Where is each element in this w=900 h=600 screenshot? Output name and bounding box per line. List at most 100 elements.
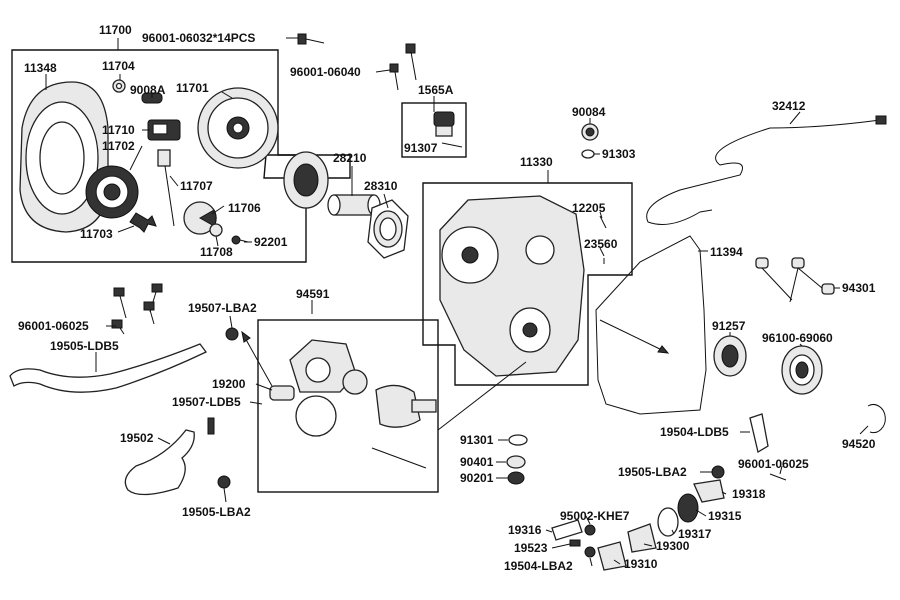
- seal-91257: [713, 335, 747, 377]
- label-28210: 28210: [333, 151, 367, 165]
- label-12205: 12205: [572, 201, 606, 215]
- label-19507-LBA2: 19507-LBA2: [188, 301, 257, 315]
- label-19315: 19315: [708, 509, 742, 523]
- clamp-19505-LBA2-left: [217, 475, 231, 489]
- label-11707: 11707: [180, 179, 213, 193]
- label-32412: 32412: [772, 99, 806, 113]
- hose-19502: [124, 429, 195, 496]
- label-19316: 19316: [508, 523, 542, 537]
- washer-11708: [209, 223, 223, 237]
- label-95002-KHE7: 95002-KHE7: [560, 509, 630, 523]
- label-1565A: 1565A: [418, 83, 454, 97]
- hose-19316: [551, 519, 583, 541]
- label-19504-LBA2: 19504-LBA2: [504, 559, 573, 573]
- pickup-11710: [147, 119, 181, 141]
- label-91307: 91307: [404, 141, 438, 155]
- nut-11704: [112, 79, 126, 93]
- label-28310: 28310: [364, 179, 398, 193]
- nut-90201: [507, 471, 525, 485]
- group-frame-19200: [257, 319, 439, 493]
- label-96001-06025-right: 96001-06025: [738, 457, 809, 471]
- label-23560: 23560: [584, 237, 618, 251]
- leader-lines: [45, 37, 869, 567]
- bolt-19523: [569, 539, 581, 547]
- cable-end-32412: [875, 115, 887, 125]
- clip-11703: [129, 212, 157, 233]
- label-90201: 90201: [460, 471, 494, 485]
- hose-19505-LDB5: [9, 343, 207, 393]
- bearing-28310: [367, 199, 409, 259]
- oring-19317: [657, 507, 679, 537]
- dowel-94301: [755, 257, 835, 303]
- label-91257: 91257: [712, 319, 746, 333]
- label-19505-LBA2-right: 19505-LBA2: [618, 465, 687, 479]
- label-11700: 11700: [99, 23, 132, 37]
- label-19300: 19300: [656, 539, 690, 553]
- label-94591: 94591: [296, 287, 330, 301]
- clamp-19505-LBA2-right: [711, 465, 725, 479]
- label-19505-LDB5: 19505-LDB5: [50, 339, 119, 353]
- bracket-19318: [693, 479, 725, 503]
- label-11706: 11706: [228, 201, 261, 215]
- label-91303: 91303: [602, 147, 636, 161]
- washer-90401: [506, 455, 526, 469]
- bearing-96100-69060: [781, 345, 823, 395]
- label-11394: 11394: [710, 245, 743, 259]
- housing-19310: [597, 541, 627, 571]
- cap-1565A: [433, 111, 455, 137]
- label-96001-06025-left: 96001-06025: [18, 319, 89, 333]
- label-19317: 19317: [678, 527, 712, 541]
- group-frame-28210: [263, 154, 351, 179]
- bolt-96001-06032: [297, 33, 325, 45]
- cable-32412: [646, 119, 881, 225]
- sensor-11707: [157, 149, 175, 227]
- label-11702: 11702: [102, 139, 135, 153]
- starter-spring-11702: [85, 165, 139, 219]
- label-19502: 19502: [120, 431, 154, 445]
- label-96100-69060: 96100-69060: [762, 331, 833, 345]
- label-11710: 11710: [102, 123, 135, 137]
- clamp-19504-LBA2: [584, 546, 596, 558]
- part-labels: 11700 96001-06032*14PCS 11348 11704 9008…: [18, 23, 876, 573]
- label-11701: 11701: [176, 81, 209, 95]
- circlip-94520: [867, 404, 886, 434]
- label-11330: 11330: [520, 155, 553, 169]
- flywheel-11701: [197, 87, 279, 169]
- thermostat-19300: [627, 523, 657, 553]
- label-9008A: 9008A: [130, 83, 166, 97]
- label-94520: 94520: [842, 437, 876, 451]
- bolt-92201: [231, 235, 249, 245]
- label-19523: 19523: [514, 541, 548, 555]
- gasket-11394: [595, 235, 707, 415]
- clamp-19507-LDB5: [207, 417, 215, 435]
- plug-90084: [581, 123, 599, 141]
- assembly-arrows: [241, 319, 670, 431]
- group-frame-11330: [422, 182, 633, 386]
- label-19200: 19200: [212, 377, 246, 391]
- label-19504-LDB5: 19504-LDB5: [660, 425, 729, 439]
- label-19310: 19310: [624, 557, 658, 571]
- label-96001-06040: 96001-06040: [290, 65, 361, 79]
- oring-91301: [508, 434, 528, 446]
- label-11708: 11708: [200, 245, 233, 259]
- label-90084: 90084: [572, 105, 606, 119]
- label-94301: 94301: [842, 281, 876, 295]
- bolt-12205: [599, 215, 607, 229]
- gear-11706: [183, 201, 217, 235]
- oring-91303: [581, 149, 595, 159]
- clamp-95002-KHE7: [584, 524, 596, 536]
- label-91301: 91301: [460, 433, 494, 447]
- label-19318: 19318: [732, 487, 766, 501]
- gasket-19315: [677, 493, 699, 523]
- bolt-96001-06040: [389, 43, 417, 91]
- label-19507-LDB5: 19507-LDB5: [172, 395, 241, 409]
- label-90401: 90401: [460, 455, 494, 469]
- hose-19504-LDB5: [749, 413, 769, 454]
- oring-91307: [441, 142, 463, 148]
- water-pump-19200: [269, 339, 437, 469]
- crankcase-cover-11330: [439, 195, 585, 377]
- label-19505-LBA2-left: 19505-LBA2: [182, 505, 251, 519]
- bolts-96001-06025-left: [111, 283, 163, 335]
